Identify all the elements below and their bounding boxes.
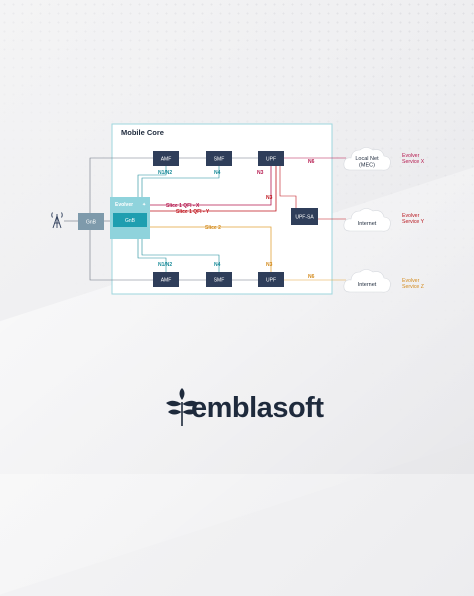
label-slice1-y: Slice 1 QFI - Y — [176, 209, 210, 215]
label-n3-top: N3 — [257, 170, 264, 176]
svg-text:GnB: GnB — [125, 218, 136, 224]
label-slice2: Slice 2 — [205, 225, 221, 231]
service-y-line1: Evolver — [402, 213, 420, 219]
node-upf-bottom: UPF — [258, 272, 284, 287]
gray-links — [64, 157, 258, 281]
evolver-box: Evolver GnB ✦ — [110, 197, 150, 239]
brand-logo-text: emblasoft — [191, 392, 324, 424]
label-n4-top: N4 — [214, 170, 221, 176]
label-n4-bottom: N4 — [214, 262, 221, 268]
cloud-mec: Local Net (MEC) — [343, 147, 391, 171]
label-n6-bottom: N6 — [308, 274, 315, 280]
svg-text:UPF-SA: UPF-SA — [295, 215, 314, 221]
node-upf-top: UPF — [258, 151, 284, 166]
teal-links — [137, 166, 220, 272]
node-smf-bottom: SMF — [206, 272, 232, 287]
svg-text:AMF: AMF — [161, 278, 172, 284]
svg-text:UPF: UPF — [266, 157, 276, 163]
svg-text:SMF: SMF — [214, 157, 225, 163]
svg-text:Evolver: Evolver — [115, 202, 133, 208]
service-y-line2: Service Y — [402, 219, 425, 225]
node-amf-bottom: AMF — [153, 272, 179, 287]
slice-links — [150, 166, 277, 272]
label-n1n2-top: N1/N2 — [158, 170, 172, 176]
node-gnb-left: GnB — [78, 213, 104, 230]
label-n6-top: N6 — [308, 159, 315, 165]
svg-text:Local Net: Local Net — [355, 156, 379, 162]
node-smf-top: SMF — [206, 151, 232, 166]
label-n3-mid: N3 — [266, 195, 273, 201]
antenna-tower-icon — [51, 212, 63, 229]
service-x-line1: Evolver — [402, 153, 420, 159]
cloud-internet-z: Internet — [343, 269, 391, 293]
svg-text:Internet: Internet — [358, 282, 377, 288]
svg-text:Internet: Internet — [358, 221, 377, 227]
svg-text:AMF: AMF — [161, 157, 172, 163]
service-x-line2: Service X — [402, 159, 425, 165]
label-n1n2-bottom: N1/N2 — [158, 262, 172, 268]
label-n3-bottom: N3 — [266, 262, 273, 268]
node-upf-sa: UPF-SA — [291, 208, 318, 225]
mobile-core-title: Mobile Core — [121, 128, 164, 137]
evolver-mark-icon: ✦ — [142, 202, 146, 208]
svg-text:(MEC): (MEC) — [359, 163, 375, 169]
n-links — [279, 157, 346, 281]
network-diagram: Mobile Core AMF SMF — [51, 123, 425, 426]
leaf-tree-icon — [166, 388, 198, 426]
cloud-internet-y: Internet — [343, 208, 391, 232]
service-z-line2: Service Z — [402, 284, 424, 290]
svg-text:SMF: SMF — [214, 278, 225, 284]
node-amf-top: AMF — [153, 151, 179, 166]
label-slice1-x: Slice 1 QFI - X — [166, 203, 200, 209]
service-z-line1: Evolver — [402, 278, 420, 284]
svg-text:UPF: UPF — [266, 278, 276, 284]
svg-text:GnB: GnB — [86, 220, 97, 226]
